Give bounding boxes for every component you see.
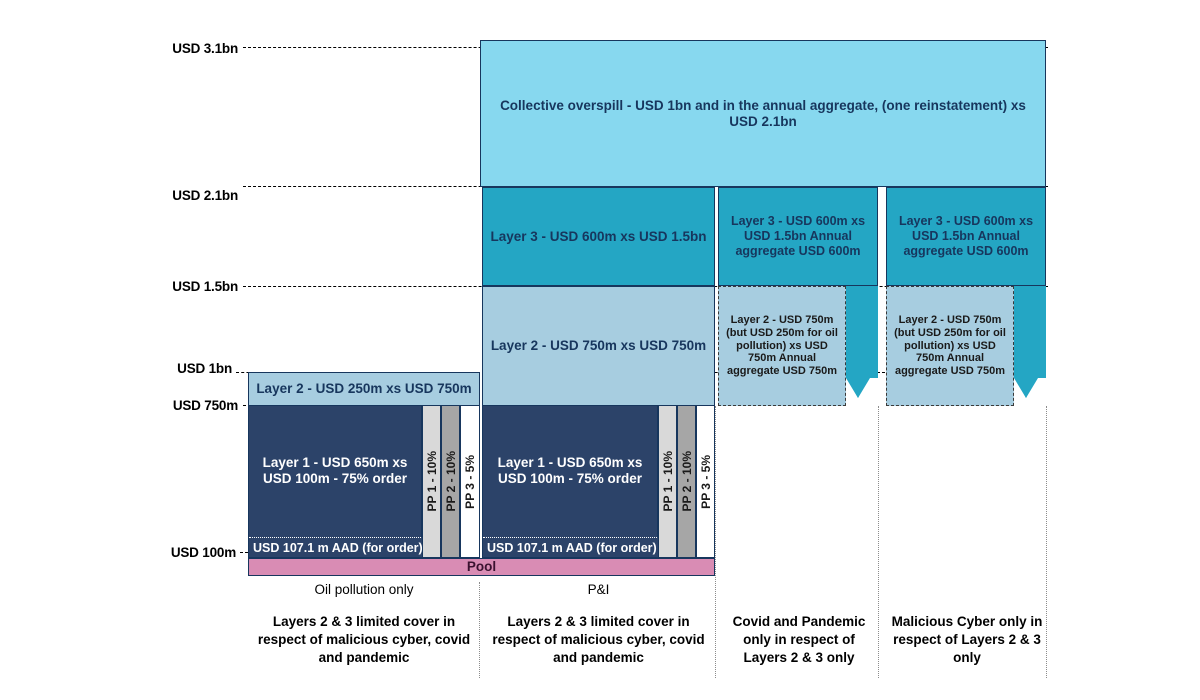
- col-oil-pollution-aad-band: USD 107.1 m AAD (for order): [249, 537, 431, 557]
- axis-label-usd-1bn: USD 1bn: [177, 361, 232, 376]
- col-covid-pandemic-layer2-block: Layer 2 - USD 750m (but USD 250m for oil…: [718, 286, 846, 406]
- col-covid-pandemic-layer3-block: Layer 3 - USD 600m xs USD 1.5bn Annual a…: [718, 187, 878, 286]
- col-pandi-pp-3: PP 3 - 5%: [696, 405, 715, 558]
- col-pandi-aad-band: USD 107.1 m AAD (for order): [483, 537, 665, 557]
- collective-overspill-block: Collective overspill - USD 1bn and in th…: [480, 40, 1046, 187]
- col-pandi-layer1-block: Layer 1 - USD 650m xs USD 100m - 75% ord…: [482, 405, 658, 558]
- col-oil-pollution-pp-1-label: PP 1 - 10%: [424, 451, 439, 512]
- col-pandi-layer3-block: Layer 3 - USD 600m xs USD 1.5bn: [482, 187, 715, 286]
- col-oil-pollution-pp-2: PP 2 - 10%: [441, 405, 460, 558]
- caption-title-oil-pollution: Oil pollution only: [314, 582, 414, 597]
- axis-label-usd-750m: USD 750m: [172, 398, 238, 413]
- pool-bar: Pool: [248, 558, 715, 576]
- caption-title-pandi: P&I: [587, 582, 610, 597]
- col-pandi-layer3-label: Layer 3 - USD 600m xs USD 1.5bn: [490, 228, 707, 244]
- col-pandi-pp-2-label: PP 2 - 10%: [679, 451, 694, 512]
- caption-note-covid-pandemic: Covid and Pandemic only in respect of La…: [732, 614, 866, 666]
- col-oil-pollution-pp-2-label: PP 2 - 10%: [443, 451, 458, 512]
- col-oil-pollution-pp-3: PP 3 - 5%: [460, 405, 480, 558]
- col-oil-pollution-pp-3-label: PP 3 - 5%: [463, 454, 477, 509]
- col-pandi-layer1-label: Layer 1 - USD 650m xs USD 100m - 75% ord…: [497, 454, 643, 486]
- collective-overspill-label: Collective overspill - USD 1bn and in th…: [500, 97, 1026, 129]
- col-malicious-cyber-layer2-block: Layer 2 - USD 750m (but USD 250m for oil…: [886, 286, 1014, 406]
- col-pandi-pp-3-label: PP 3 - 5%: [698, 454, 713, 509]
- col-pandi-pp-2: PP 2 - 10%: [677, 405, 696, 558]
- column-separator-4: [1046, 406, 1047, 678]
- caption-note-pandi: Layers 2 & 3 limited cover in respect of…: [492, 614, 705, 666]
- gridline-750m-col4: [872, 372, 890, 373]
- col-oil-pollution-aad-label: USD 107.1 m AAD (for order): [253, 540, 423, 555]
- col-malicious-cyber-layer2-label: Layer 2 - USD 750m (but USD 250m for oil…: [894, 313, 1006, 378]
- col-pandi-layer2-label: Layer 2 - USD 750m xs USD 750m: [490, 338, 707, 354]
- col-pandi-pp-1: PP 1 - 10%: [658, 405, 677, 558]
- axis-label-usd-2-1bn: USD 2.1bn: [172, 188, 238, 203]
- col-oil-pollution-layer1-label: Layer 1 - USD 650m xs USD 100m - 75% ord…: [262, 454, 408, 486]
- col-oil-pollution-layer2-label: Layer 2 - USD 250m xs USD 750m: [256, 381, 472, 397]
- col-oil-pollution-pp-1: PP 1 - 10%: [422, 405, 441, 558]
- pool-label: Pool: [466, 559, 497, 575]
- axis-label-usd-3-1bn: USD 3.1bn: [172, 41, 238, 56]
- column-separator-3: [878, 406, 879, 678]
- col-malicious-cyber-layer3-label: Layer 3 - USD 600m xs USD 1.5bn Annual a…: [898, 214, 1034, 258]
- col-covid-pandemic-layer3-label: Layer 3 - USD 600m xs USD 1.5bn Annual a…: [730, 214, 866, 258]
- col-covid-pandemic-layer2-label: Layer 2 - USD 750m (but USD 250m for oil…: [726, 313, 838, 378]
- column-separator-2: [715, 406, 716, 678]
- axis-label-usd-1-5bn: USD 1.5bn: [172, 279, 238, 294]
- caption-note-oil-pollution: Layers 2 & 3 limited cover in respect of…: [257, 614, 471, 666]
- axis-label-usd-100m: USD 100m: [170, 545, 236, 560]
- col-pandi-pp-1-label: PP 1 - 10%: [660, 451, 675, 512]
- col-oil-pollution-layer1-block: Layer 1 - USD 650m xs USD 100m - 75% ord…: [248, 405, 422, 558]
- column-separator-1: [479, 582, 480, 678]
- col-pandi-aad-label: USD 107.1 m AAD (for order): [487, 540, 657, 555]
- col-oil-pollution-layer2-block: Layer 2 - USD 250m xs USD 750m: [248, 372, 480, 406]
- col-malicious-cyber-layer3-block: Layer 3 - USD 600m xs USD 1.5bn Annual a…: [886, 187, 1046, 286]
- caption-note-malicious-cyber: Malicious Cyber only in respect of Layer…: [891, 614, 1043, 666]
- col-pandi-layer2-block: Layer 2 - USD 750m xs USD 750m: [482, 286, 715, 406]
